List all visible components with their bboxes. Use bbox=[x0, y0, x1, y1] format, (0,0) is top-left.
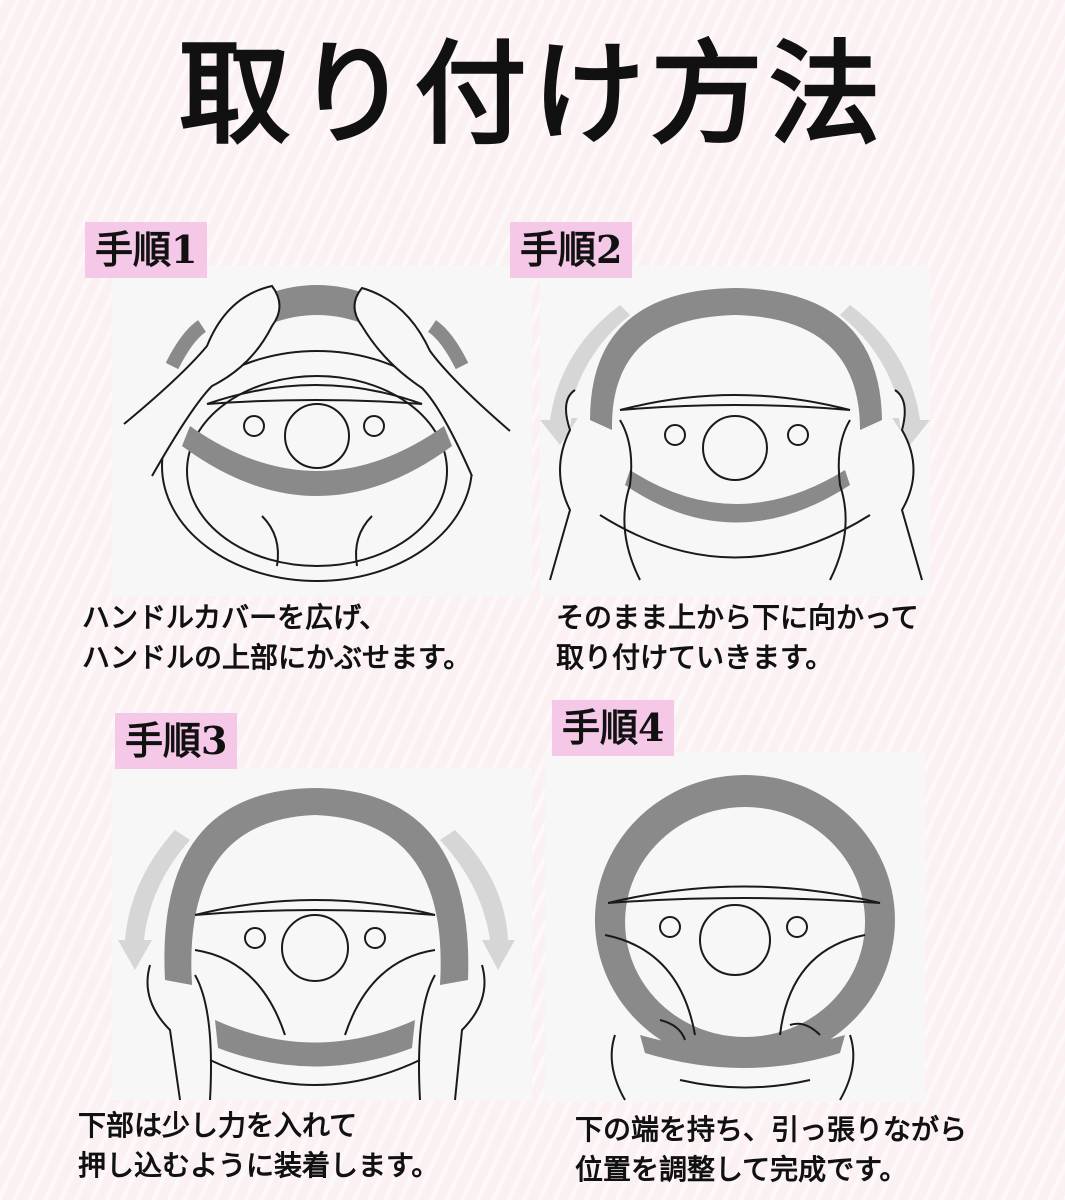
step-1-caption-line-2: ハンドルの上部にかぶせます。 bbox=[82, 641, 472, 674]
step-1-steering-wheel-illustration bbox=[123, 284, 511, 582]
step-3-steering-wheel-illustration bbox=[118, 788, 515, 1101]
step-2-caption-line-1: そのまま上から下に向かって bbox=[556, 601, 919, 634]
left-rotation-arrow-icon bbox=[540, 305, 630, 445]
step-1-caption: ハンドルカバーを広げ、 ハンドルの上部にかぶせます。 bbox=[82, 598, 471, 678]
step-3-caption-line-2: 押し込むように装着します。 bbox=[78, 1149, 440, 1182]
step-2-label: 手順2 bbox=[510, 222, 633, 278]
step-4-label: 手順4 bbox=[552, 700, 675, 756]
page-title: 取り付け方法 bbox=[178, 29, 887, 160]
step-1-caption-line-1: ハンドルカバーを広げ、 bbox=[82, 601, 388, 634]
step-4-steering-wheel-illustration bbox=[594, 775, 895, 1101]
step-4-caption: 下の端を持ち、引っ張りながら 位置を調整して完成です。 bbox=[575, 1110, 967, 1190]
right-rotation-arrow-icon bbox=[440, 830, 515, 970]
left-rotation-arrow-icon bbox=[118, 830, 190, 970]
step-4-caption-line-1: 下の端を持ち、引っ張りながら bbox=[575, 1113, 968, 1146]
step-3-caption-line-1: 下部は少し力を入れて bbox=[78, 1109, 358, 1142]
step-3-caption: 下部は少し力を入れて 押し込むように装着します。 bbox=[78, 1106, 439, 1186]
step-4-caption-line-2: 位置を調整して完成です。 bbox=[575, 1153, 908, 1186]
step-2-caption-line-2: 取り付けていきます。 bbox=[556, 641, 834, 674]
step-3-label: 手順3 bbox=[115, 713, 238, 769]
step-1-label: 手順1 bbox=[85, 222, 208, 278]
step-2-caption: そのまま上から下に向かって 取り付けていきます。 bbox=[556, 598, 919, 678]
step-2-steering-wheel-illustration bbox=[540, 288, 930, 581]
right-rotation-arrow-icon bbox=[840, 305, 930, 445]
